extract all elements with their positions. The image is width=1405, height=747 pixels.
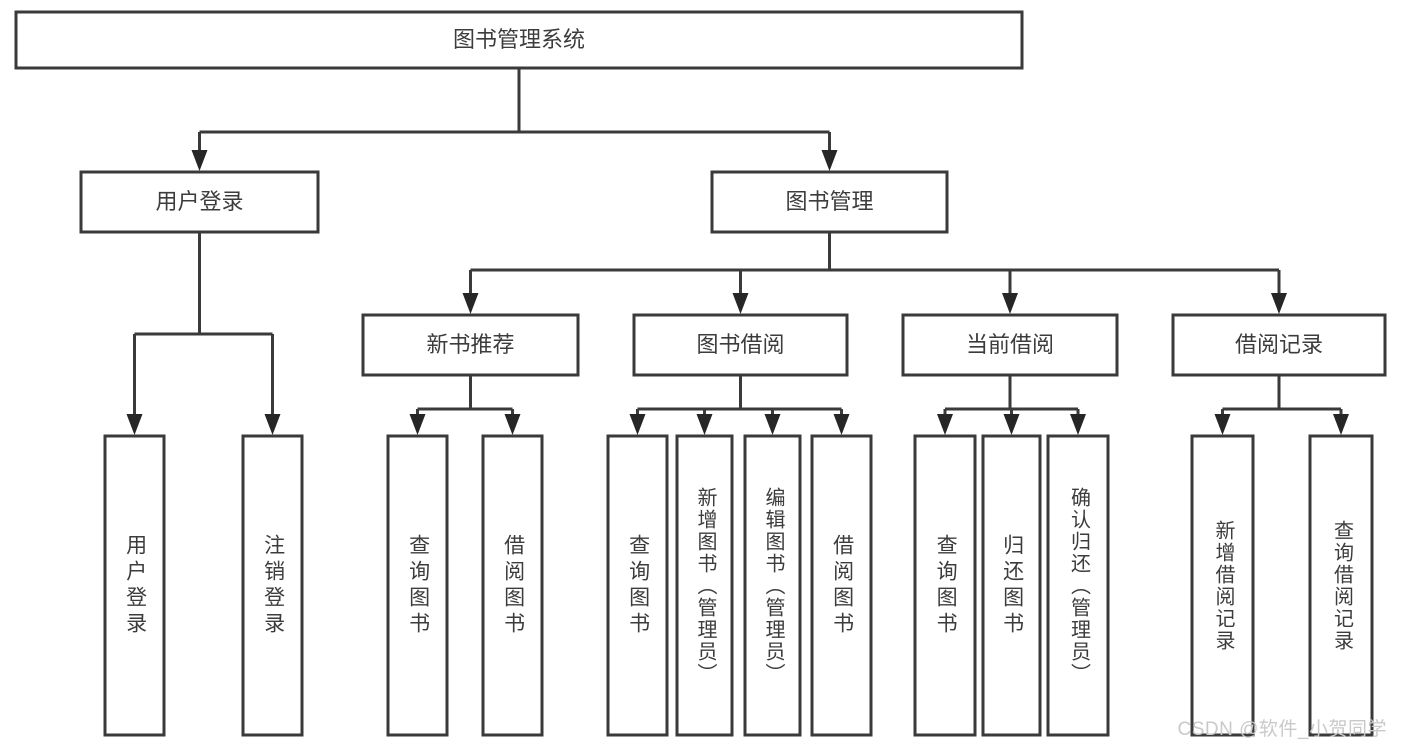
node-box-leaf-8[interactable] (913, 434, 977, 737)
node-label-level2-0: 新书推荐 (426, 332, 514, 357)
node-box-level2-0[interactable] (361, 313, 580, 377)
node-box-leaf-3[interactable] (481, 434, 544, 737)
arrow-head-icon (833, 414, 850, 435)
csdn-watermark: CSDN @软件_小贺同学 (1177, 719, 1387, 740)
arrow-head-icon (732, 293, 749, 314)
node-box-leaf-11[interactable] (1190, 434, 1255, 737)
node-box-leaf-6[interactable] (743, 434, 802, 737)
node-box-leaf-1[interactable] (241, 434, 304, 737)
node-label-level2-2: 当前借阅 (966, 332, 1054, 357)
node-box-leaf-4[interactable] (606, 434, 669, 737)
node-box-leaf-7[interactable] (810, 434, 873, 737)
arrow-head-icon (191, 150, 208, 171)
node-box-level2-2[interactable] (901, 313, 1119, 377)
node-box-leaf-0[interactable] (103, 434, 166, 737)
arrow-head-icon (821, 150, 838, 171)
arrow-head-icon (937, 414, 953, 435)
connector-layer (126, 68, 1349, 435)
box-layer (14, 10, 1387, 737)
arrow-head-icon (504, 414, 521, 435)
arrow-head-icon (696, 414, 713, 435)
node-label-level1-0: 用户登录 (155, 189, 243, 214)
node-label-level1-1: 图书管理 (785, 189, 873, 214)
arrow-head-icon (1002, 293, 1018, 314)
arrow-head-icon (1333, 414, 1349, 435)
node-box-leaf-2[interactable] (386, 434, 449, 737)
node-box-leaf-12[interactable] (1308, 434, 1374, 737)
node-box-level1-1[interactable] (710, 170, 949, 234)
node-box-leaf-9[interactable] (981, 434, 1042, 737)
node-label-level2-3: 借阅记录 (1235, 332, 1323, 357)
node-box-level2-1[interactable] (632, 313, 849, 377)
node-box-level1-0[interactable] (79, 170, 320, 234)
arrow-head-icon (264, 414, 281, 435)
arrow-head-icon (1271, 293, 1287, 314)
node-label-level2-1: 图书借阅 (696, 332, 784, 357)
arrow-head-icon (126, 414, 143, 435)
arrow-head-icon (629, 414, 646, 435)
arrow-head-icon (462, 293, 479, 314)
arrow-head-icon (1003, 414, 1020, 435)
node-box-root[interactable] (14, 10, 1024, 70)
arrow-head-icon (409, 414, 426, 435)
arrow-head-icon (1214, 414, 1231, 435)
arrow-head-icon (1070, 414, 1086, 435)
node-box-level2-3[interactable] (1171, 313, 1387, 377)
node-box-leaf-5[interactable] (675, 434, 734, 737)
arrow-head-icon (764, 414, 781, 435)
node-box-leaf-10[interactable] (1046, 434, 1110, 737)
node-label-root: 图书管理系统 (453, 27, 585, 52)
